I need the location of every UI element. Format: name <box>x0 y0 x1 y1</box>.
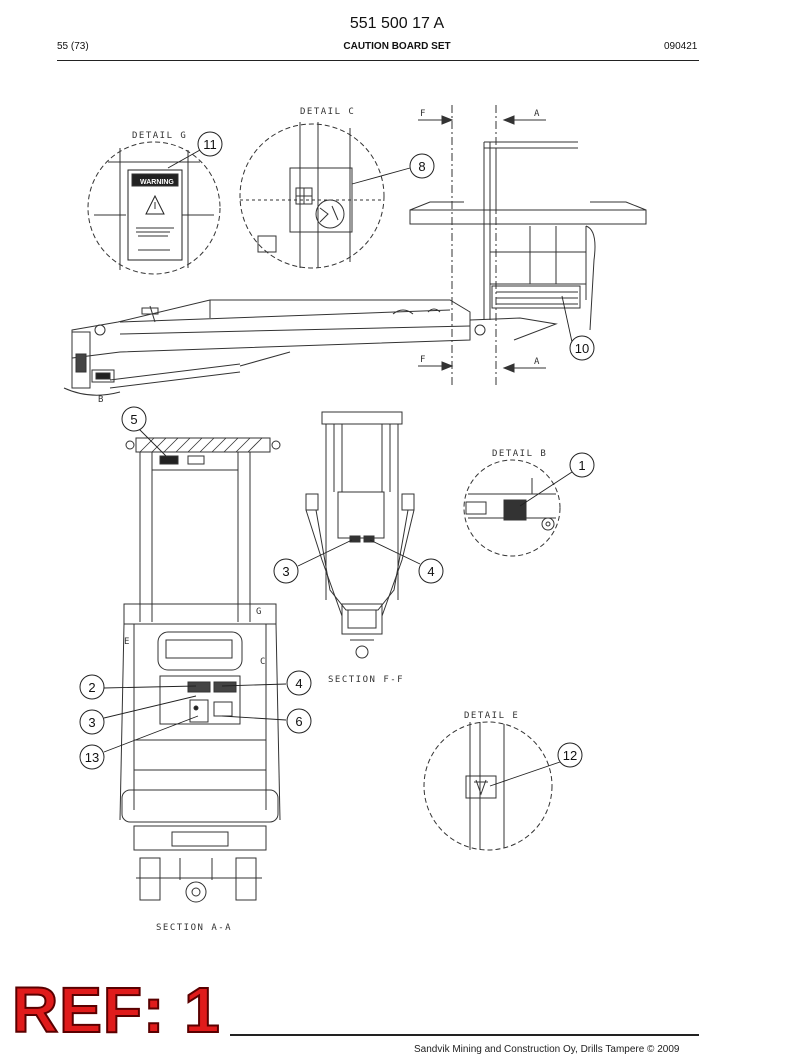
callout-4-section-ff: 4 <box>418 558 444 584</box>
document-number: 551 500 17 A <box>349 15 445 32</box>
callout-2-number: 2 <box>88 680 95 695</box>
detail-e-label: DETAIL E <box>464 711 519 721</box>
callout-3-section-ff: 3 <box>273 558 299 584</box>
callout-4b-number: 4 <box>295 676 302 691</box>
detail-g-marker: G <box>256 607 263 617</box>
callout-4-section-aa: 4 <box>286 670 312 696</box>
page-number: 55 (73) <box>57 41 89 52</box>
callout-11-number: 11 <box>203 137 217 152</box>
callout-10: 10 <box>569 335 595 361</box>
section-marker-f-top: F <box>420 109 427 119</box>
callout-8: 8 <box>409 153 435 179</box>
detail-c-marker: C <box>260 657 267 667</box>
callout-1: 1 <box>569 452 595 478</box>
callout-10-number: 10 <box>575 341 589 356</box>
detail-b-label: DETAIL B <box>492 449 547 459</box>
section-aa-view <box>119 437 281 903</box>
ref-stamp: REF: 1 <box>11 974 221 1046</box>
section-aa-label: SECTION A-A <box>156 923 232 933</box>
callout-4-number: 4 <box>427 564 434 579</box>
page-title: CAUTION BOARD SET <box>343 41 451 52</box>
callout-2: 2 <box>79 674 105 700</box>
callout-3b-number: 3 <box>88 715 95 730</box>
detail-c-view <box>239 122 385 269</box>
section-marker-f-bottom: F <box>420 355 427 365</box>
side-elevation-view <box>63 105 647 396</box>
detail-g-view <box>87 141 221 275</box>
detail-e-view <box>423 721 553 851</box>
section-ff-label: SECTION F-F <box>328 675 404 685</box>
callout-11: 11 <box>197 131 223 157</box>
section-marker-a-bottom: A <box>534 357 541 367</box>
date-code: 090421 <box>664 41 698 52</box>
detail-b-marker: B <box>98 395 105 405</box>
detail-b-view <box>463 459 561 557</box>
callout-13-number: 13 <box>85 750 99 765</box>
callout-5: 5 <box>121 406 147 432</box>
leader-lines <box>103 149 573 787</box>
callout-13: 13 <box>79 744 105 770</box>
detail-g-label: DETAIL G <box>132 131 187 141</box>
detail-e-marker: E <box>124 637 131 647</box>
section-marker-a-top: A <box>534 109 541 119</box>
section-ff-view <box>305 411 415 659</box>
callout-6-number: 6 <box>295 714 302 729</box>
callout-1-number: 1 <box>578 458 585 473</box>
detail-c-label: DETAIL C <box>300 107 355 117</box>
callout-3-number: 3 <box>282 564 289 579</box>
callout-12-number: 12 <box>563 748 577 763</box>
footer-divider <box>230 1034 699 1036</box>
warning-sign-label: WARNING <box>140 179 174 186</box>
callout-3-section-aa: 3 <box>79 709 105 735</box>
callout-12: 12 <box>557 742 583 768</box>
header-divider <box>57 60 699 61</box>
footer-copyright: Sandvik Mining and Construction Oy, Dril… <box>414 1044 680 1055</box>
callout-8-number: 8 <box>418 159 425 174</box>
callout-5-number: 5 <box>130 412 137 427</box>
callout-6: 6 <box>286 708 312 734</box>
